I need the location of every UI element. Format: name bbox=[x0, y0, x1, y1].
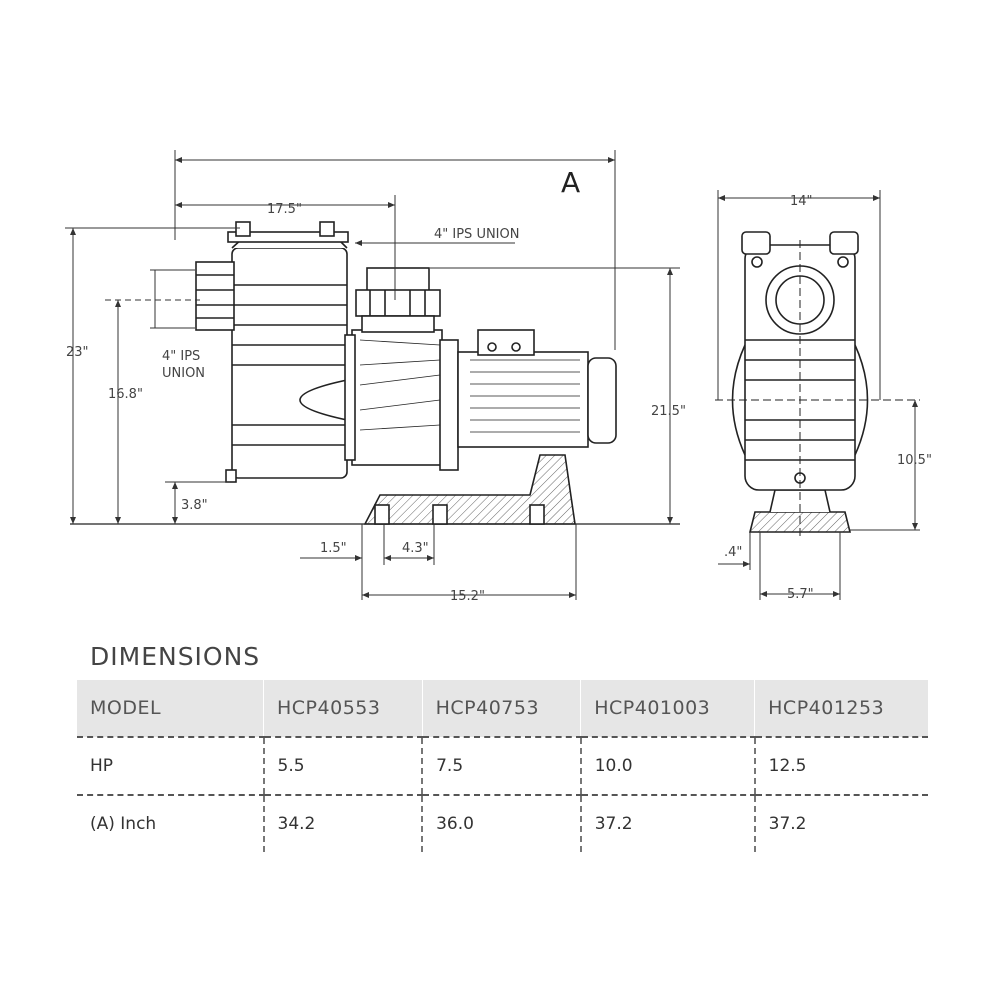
end-view-dimensions bbox=[717, 190, 920, 600]
table-header-row: MODEL HCP40553 HCP40753 HCP401003 HCP401… bbox=[77, 680, 928, 738]
dim-base-length: 15.2" bbox=[450, 589, 485, 604]
dim-outlet-height: 21.5" bbox=[651, 404, 686, 419]
end-view bbox=[715, 231, 920, 540]
dim-end-foot: .4" bbox=[724, 545, 742, 560]
table-cell: 37.2 bbox=[753, 795, 928, 852]
dim-total-height: 23" bbox=[66, 345, 89, 360]
table-cell: 7.5 bbox=[421, 737, 581, 796]
header-cell: HCP401003 bbox=[580, 680, 755, 738]
dim-union-side-1: 4" IPS bbox=[162, 349, 200, 364]
table-cell: 37.2 bbox=[579, 795, 755, 852]
dimensions-title: DIMENSIONS bbox=[90, 642, 261, 671]
dim-base-offset: 1.5" bbox=[320, 541, 347, 556]
label-a: A bbox=[561, 166, 580, 199]
dim-overall-width: 17.5" bbox=[267, 202, 302, 217]
dim-union-side-2: UNION bbox=[162, 366, 205, 381]
header-cell: HCP401253 bbox=[754, 680, 928, 738]
dim-end-center: 10.5" bbox=[897, 453, 932, 468]
header-cell: MODEL bbox=[77, 680, 264, 738]
dim-end-width: 14" bbox=[790, 194, 813, 209]
dim-drain-height: 3.8" bbox=[181, 498, 208, 513]
header-cell: HCP40553 bbox=[263, 680, 423, 738]
dim-union-top: 4" IPS UNION bbox=[434, 227, 519, 242]
dim-inlet-height: 16.8" bbox=[108, 387, 143, 402]
table-row: HP 5.5 7.5 10.0 12.5 bbox=[77, 737, 928, 796]
table-row: (A) Inch 34.2 36.0 37.2 37.2 bbox=[77, 795, 928, 852]
table-cell: 36.0 bbox=[421, 795, 581, 852]
pump-dimension-drawing: A 17.5" 4" IPS UNION 4" IPS UNION 23" 16… bbox=[65, 150, 932, 604]
dimensions-table: MODEL HCP40553 HCP40753 HCP401003 HCP401… bbox=[77, 680, 928, 852]
dim-base-gap: 4.3" bbox=[402, 541, 429, 556]
table-cell: 10.0 bbox=[579, 737, 755, 796]
row-label: HP bbox=[77, 737, 264, 796]
table-cell: 12.5 bbox=[753, 737, 928, 796]
dim-end-base: 5.7" bbox=[787, 587, 814, 602]
side-view-dimensions bbox=[65, 150, 680, 600]
table-cell: 5.5 bbox=[262, 737, 423, 796]
side-view bbox=[70, 221, 680, 525]
header-cell: HCP40753 bbox=[421, 680, 581, 738]
table-cell: 34.2 bbox=[262, 795, 423, 852]
row-label: (A) Inch bbox=[90, 814, 157, 834]
